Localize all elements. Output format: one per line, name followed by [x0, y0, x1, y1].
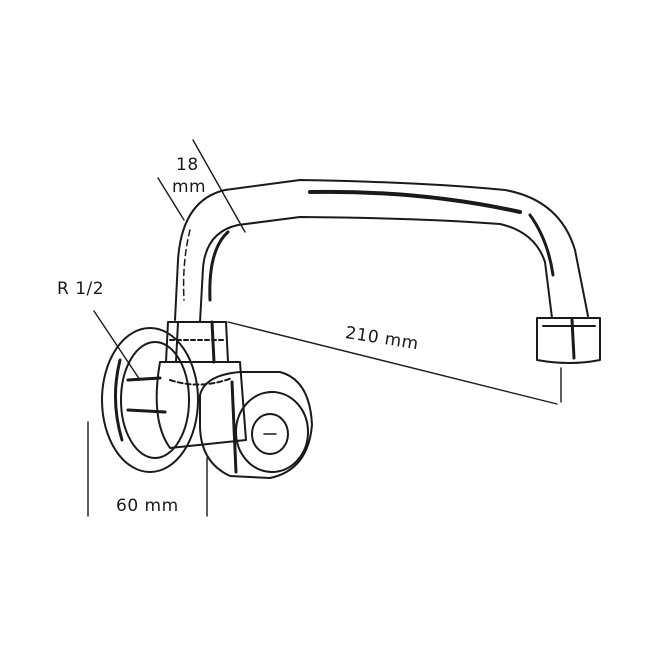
- spout-pipe: [174, 179, 589, 323]
- diameter-leader-inner: [157, 177, 185, 221]
- diameter-leader-outer: [192, 139, 246, 233]
- pipe-diameter-unit: mm: [172, 177, 207, 197]
- wall-depth-label: 60 mm: [116, 496, 179, 516]
- pipe-diameter-value: 18: [176, 155, 199, 175]
- wall-rosette: [101, 327, 199, 473]
- aerator-nozzle: [536, 317, 601, 364]
- valve-body: [126, 361, 247, 449]
- reach-dimension-line: [227, 321, 558, 405]
- swivel-joint: [165, 320, 229, 364]
- thread-leader: [93, 310, 141, 381]
- thread-size-label: R 1/2: [57, 279, 105, 299]
- dimension-lines: [87, 139, 562, 517]
- handle-knob: [199, 371, 313, 479]
